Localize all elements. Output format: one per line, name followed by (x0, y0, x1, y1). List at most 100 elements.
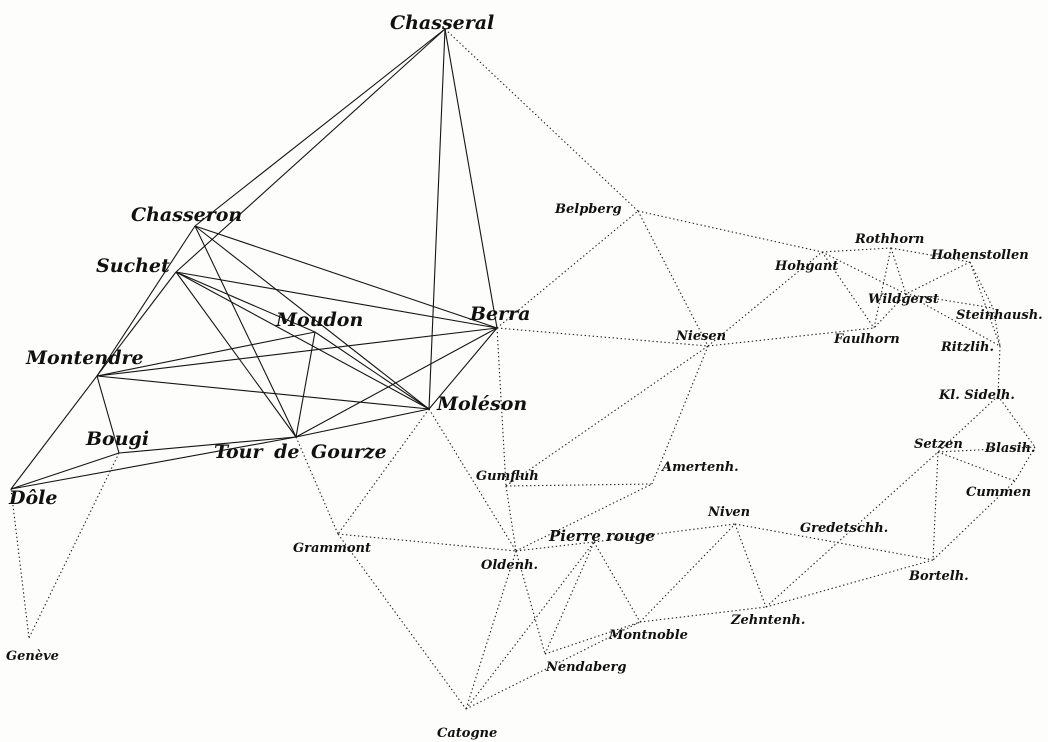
line-chasseral-moleson (428, 28, 446, 410)
label-bougi: Bougi (85, 428, 149, 450)
label-pierre-rouge: Pierre rouge (548, 527, 655, 545)
label-amertenh: Amertenh. (660, 460, 739, 475)
label-zehntenh: Zehntenh. (730, 613, 805, 628)
line-setzen-cummen (937, 451, 1016, 482)
line-suchet-moudon (175, 271, 316, 333)
triangulation-lines (10, 28, 1036, 710)
line-chasseral-berra (444, 28, 498, 329)
line-dole-tourdegourze (10, 436, 297, 490)
line-klsidelh-setzen (937, 395, 999, 453)
line-hohenstollen-steinhaush (969, 261, 994, 309)
line-rothhorn-faulhorn (873, 247, 892, 329)
label-niesen: Niesen (675, 329, 726, 344)
line-niven-bortelh (734, 523, 934, 561)
label-montendre: Montendre (25, 347, 144, 369)
label-steinhaush: Steinhaush. (956, 308, 1043, 323)
line-montendre-bougi (96, 375, 120, 454)
line-chasseron-berra (194, 225, 498, 329)
line-moudon-tourdegourze (295, 331, 316, 438)
line-klsidelh-blasih (997, 395, 1036, 448)
line-oldenh-nendaberg (515, 550, 546, 655)
label-blasih: Blasih. (984, 441, 1036, 456)
label-tour-de-gourze: Tour de Gourze (214, 441, 387, 463)
line-tourdegourze-moleson (295, 408, 430, 438)
line-bougi-tourdegourze (118, 436, 297, 454)
line-setzen-bortelh (932, 451, 939, 561)
label-niven: Niven (707, 505, 750, 520)
label-wildgerst: Wildgerst (868, 292, 939, 307)
line-dole-bougi (10, 452, 120, 490)
line-suchet-dole (10, 271, 177, 490)
line-niven-zehntenh (734, 523, 767, 608)
line-hohenstollen-wildgerst (905, 261, 971, 295)
label-kl-sidelh: Kl. Sidelh. (938, 388, 1015, 403)
label-hohgant: Hohgant (774, 259, 838, 274)
line-hohgant-faulhorn (821, 251, 875, 329)
line-chasseral-suchet (175, 28, 446, 273)
label-chasseron: Chasseron (131, 204, 242, 226)
line-hohenstollen-ritzlih (969, 261, 1001, 347)
label-grammont: Grammont (293, 541, 371, 556)
label-catogne: Catogne (437, 726, 497, 741)
label-setzen: Setzen (914, 437, 963, 452)
line-catogne-pierrerouge (465, 541, 595, 710)
label-montnoble: Montnoble (608, 628, 688, 643)
label-belpberg: Belpberg (554, 202, 622, 217)
line-pierrerouge-montnoble (593, 541, 641, 623)
line-bougi-geneve (28, 452, 120, 639)
line-berra-belpberg (496, 210, 639, 329)
line-blasih-cummen (1014, 446, 1036, 482)
line-grammont-catogne (337, 533, 467, 710)
label-rothhorn: Rothhorn (854, 232, 924, 247)
line-nendaberg-pierrerouge (544, 541, 595, 655)
line-grammont-oldenh (337, 533, 517, 552)
line-montendre-moudon (96, 331, 316, 377)
line-chasseron-tourdegourze (194, 225, 297, 438)
line-tourdegourze-berra (295, 327, 498, 438)
line-moleson-berra (428, 327, 498, 410)
line-nendaberg-montnoble (544, 621, 641, 655)
line-montendre-berra (96, 327, 498, 377)
label-ritzlih: Ritzlih. (940, 340, 994, 355)
line-chasseral-belpberg (444, 28, 639, 212)
line-chasseron-moleson (194, 225, 430, 410)
line-oldenh-pierrerouge (515, 541, 595, 552)
line-moudon-moleson (314, 331, 430, 410)
line-hohgant-rothhorn (821, 247, 892, 253)
line-gumfluh-amertenh (505, 483, 653, 487)
line-suchet-moleson (175, 271, 430, 410)
label-dole: Dôle (8, 487, 57, 509)
line-steinhaush-ritzlih (992, 307, 1001, 347)
line-dole-geneve (10, 488, 30, 639)
line-cummen-bortelh (932, 480, 1016, 561)
label-hohenstollen: Hohenstollen (930, 248, 1029, 263)
label-geneve: Genève (6, 649, 59, 664)
label-berra: Berra (469, 303, 530, 325)
line-tourdegourze-grammont (295, 436, 339, 535)
line-suchet-berra (175, 271, 498, 329)
line-rothhorn-wildgerst (890, 247, 907, 295)
station-labels: Chasseral Chasseron Suchet Montendre Dôl… (6, 12, 1043, 741)
label-faulhorn: Faulhorn (833, 332, 900, 347)
line-wildgerst-steinhaush (905, 293, 994, 309)
line-zehntenh-setzen (765, 451, 939, 608)
label-chasseral: Chasseral (390, 12, 494, 34)
line-montnoble-niven (639, 523, 736, 623)
label-suchet: Suchet (96, 255, 170, 277)
line-setzen-blasih (937, 446, 1036, 453)
line-moleson-grammont (337, 408, 430, 535)
line-berra-niesen (496, 327, 709, 347)
label-oldenh: Oldenh. (481, 558, 538, 573)
line-rothhorn-hohenstollen (890, 247, 971, 263)
line-catogne-montnoble (465, 621, 641, 710)
label-nendaberg: Nendaberg (545, 660, 626, 675)
line-oldenh-amertenh (515, 483, 653, 552)
label-gredetschh: Gredetschh. (800, 521, 888, 536)
line-belpberg-hohgant (637, 210, 823, 253)
label-moudon: Moudon (275, 309, 363, 331)
line-chasseral-chasseron (194, 28, 446, 227)
label-gumfluh: Gumfluh (476, 469, 539, 484)
line-ritzlih-klsidelh (997, 345, 1001, 397)
